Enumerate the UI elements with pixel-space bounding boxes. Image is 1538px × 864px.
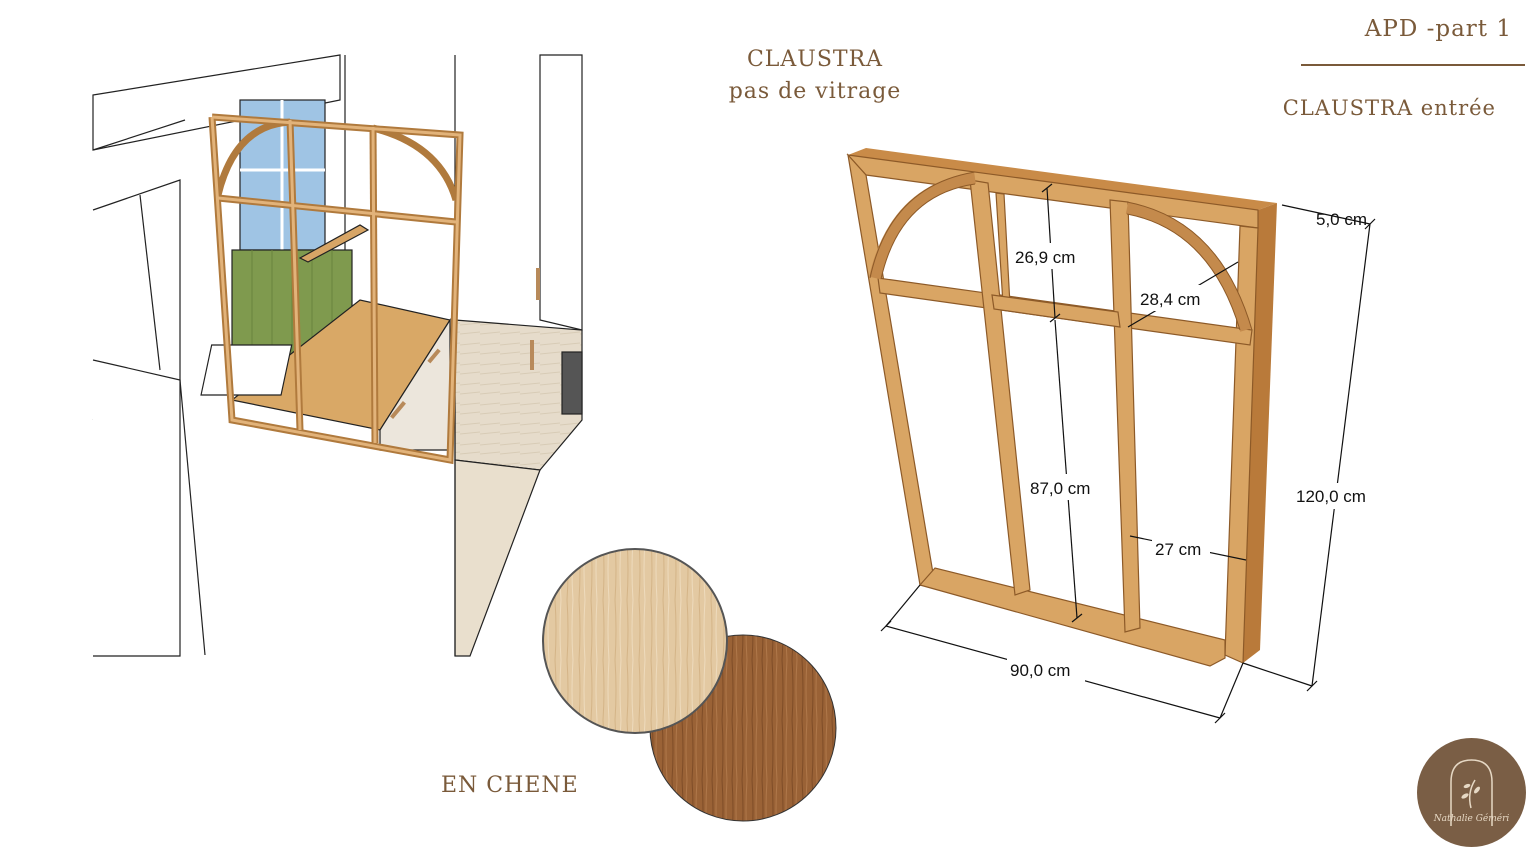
oven (561, 351, 583, 415)
kitchen-3d-view (0, 54, 700, 697)
foreground-wall (92, 359, 181, 657)
frame-depth-top (848, 148, 1277, 210)
dim-frame-thickness: 5,0 cm (1316, 210, 1367, 229)
upper-cabinet-outline (92, 54, 341, 151)
arch-left (869, 172, 976, 280)
claustra-label-line1: CLAUSTRA (746, 47, 884, 72)
claustra-technical-view: 5,0 cm 26,9 cm 28,4 cm 87,0 cm 27 cm 120… (846, 148, 1381, 724)
dim-total-width: 90,0 cm (1010, 661, 1070, 680)
logo-emblem-icon (1450, 759, 1493, 826)
sink (200, 344, 293, 396)
swatch-light-oak (542, 548, 728, 734)
cabinet-handle-2 (530, 340, 534, 370)
arch-right (1125, 202, 1252, 332)
frame-mullion-left (969, 179, 1031, 596)
dim-panel-width: 27 cm (1155, 540, 1201, 559)
material-label: EN CHENE (441, 773, 579, 798)
dim-lower-panel-height: 87,0 cm (1030, 479, 1090, 498)
drawer-handle-2 (390, 401, 406, 419)
drawer-handle (427, 348, 441, 364)
dim-total-height: 120,0 cm (1296, 487, 1366, 506)
frame-left-stile (847, 153, 936, 586)
tall-cabinet (539, 54, 583, 331)
dim-top-panel-height: 26,9 cm (1015, 248, 1075, 267)
claustra-label: CLAUSTRA pas de vitrage (700, 44, 930, 108)
cabinet-handle (536, 268, 540, 300)
frame-bottom-rail (918, 567, 1226, 667)
claustra-label-line2: pas de vitrage (728, 78, 902, 104)
header-title: APD -part 1 (1364, 16, 1512, 42)
brand-logo: Nathalie Géméri (1417, 738, 1526, 847)
claustra-3d-inner (210, 115, 462, 462)
logo-signature: Nathalie Géméri (1433, 814, 1510, 824)
section-subtitle: CLAUSTRA entrée (1282, 96, 1496, 120)
frame-mullion-right (1109, 199, 1141, 633)
floor-lower (454, 459, 541, 657)
frame-panel-divider (991, 294, 1121, 328)
shelf (298, 224, 370, 263)
frame-depth-right (1243, 203, 1277, 663)
header-divider (1301, 64, 1525, 66)
dim-arch-radius: 28,4 cm (1140, 290, 1200, 309)
